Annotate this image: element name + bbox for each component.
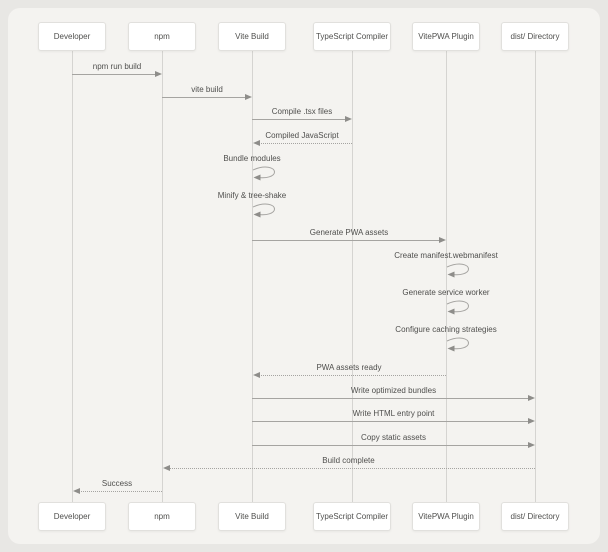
lifeline-developer	[72, 51, 73, 502]
self-loop-arrow	[252, 166, 276, 181]
actor-label-vite: Vite Build	[235, 32, 269, 41]
arrowhead-0	[155, 71, 162, 77]
actor-box-bottom-vite: Vite Build	[218, 502, 286, 531]
arrowhead-11	[528, 395, 535, 401]
message-line-15	[78, 491, 162, 492]
actor-box-top-developer: Developer	[38, 22, 106, 51]
actor-label-npm: npm	[154, 32, 170, 41]
arrowhead-6	[439, 237, 446, 243]
actor-label-developer: Developer	[53, 32, 91, 41]
message-label-0: npm run build	[92, 62, 142, 71]
actor-box-bottom-tsc: TypeScript Compiler	[313, 502, 391, 531]
actor-box-top-tsc: TypeScript Compiler	[313, 22, 391, 51]
actor-label-developer: Developer	[53, 512, 91, 521]
message-label-1: vite build	[191, 85, 223, 94]
self-loop-arrow	[252, 203, 276, 218]
message-label-6: Generate PWA assets	[309, 228, 389, 237]
message-label-9: Configure caching strategies	[395, 325, 497, 334]
message-label-13: Copy static assets	[361, 433, 426, 442]
message-label-14: Build complete	[322, 456, 375, 465]
message-line-11	[252, 398, 529, 399]
arrowhead-10	[253, 372, 260, 378]
actor-label-dist: dist/ Directory	[510, 32, 560, 41]
lifeline-pwa	[446, 51, 447, 502]
arrowhead-1	[245, 94, 252, 100]
arrowhead-13	[528, 442, 535, 448]
actor-label-dist: dist/ Directory	[510, 512, 560, 521]
message-line-1	[162, 97, 246, 98]
message-label-12: Write HTML entry point	[352, 409, 435, 418]
actor-box-bottom-npm: npm	[128, 502, 196, 531]
self-loop-arrow	[446, 337, 470, 352]
lifeline-tsc	[352, 51, 353, 502]
message-label-7: Create manifest.webmanifest	[394, 251, 498, 260]
actor-box-top-pwa: VitePWA Plugin	[412, 22, 480, 51]
message-label-5: Minify & tree-shake	[217, 191, 287, 200]
message-line-10	[258, 375, 446, 376]
message-line-3	[258, 143, 352, 144]
actor-box-bottom-developer: Developer	[38, 502, 106, 531]
message-line-13	[252, 445, 529, 446]
actor-label-tsc: TypeScript Compiler	[315, 512, 389, 521]
actor-label-tsc: TypeScript Compiler	[315, 32, 389, 41]
actor-label-vite: Vite Build	[235, 512, 269, 521]
message-line-14	[168, 468, 535, 469]
message-line-6	[252, 240, 440, 241]
message-label-10: PWA assets ready	[316, 363, 382, 372]
message-line-0	[72, 74, 156, 75]
actor-box-bottom-dist: dist/ Directory	[501, 502, 569, 531]
self-loop-arrow	[446, 300, 470, 315]
message-label-15: Success	[101, 479, 133, 488]
message-label-3: Compiled JavaScript	[265, 131, 339, 140]
actor-box-bottom-pwa: VitePWA Plugin	[412, 502, 480, 531]
actor-box-top-vite: Vite Build	[218, 22, 286, 51]
lifeline-npm	[162, 51, 163, 502]
diagram-panel	[8, 8, 600, 544]
message-label-11: Write optimized bundles	[350, 386, 437, 395]
actor-label-pwa: VitePWA Plugin	[418, 512, 474, 521]
message-line-2	[252, 119, 346, 120]
arrowhead-2	[345, 116, 352, 122]
actor-box-top-dist: dist/ Directory	[501, 22, 569, 51]
actor-box-top-npm: npm	[128, 22, 196, 51]
arrowhead-3	[253, 140, 260, 146]
message-label-4: Bundle modules	[223, 154, 281, 163]
message-line-12	[252, 421, 529, 422]
self-loop-arrow	[446, 263, 470, 278]
arrowhead-15	[73, 488, 80, 494]
message-label-2: Compile .tsx files	[271, 107, 333, 116]
arrowhead-12	[528, 418, 535, 424]
message-label-8: Generate service worker	[402, 288, 490, 297]
lifeline-vite	[252, 51, 253, 502]
arrowhead-14	[163, 465, 170, 471]
lifeline-dist	[535, 51, 536, 502]
actor-label-pwa: VitePWA Plugin	[418, 32, 474, 41]
actor-label-npm: npm	[154, 512, 170, 521]
